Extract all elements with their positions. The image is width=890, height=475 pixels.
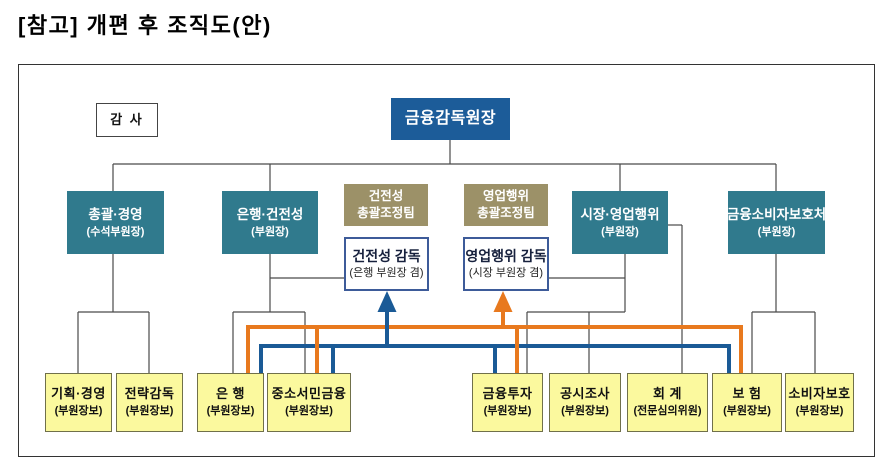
node-dept-financial-investment: 금융투자 (부원장보): [472, 373, 543, 432]
node-label: 금융소비자보호처: [726, 207, 827, 223]
node-label: 은행·건전성: [236, 207, 304, 223]
node-label: 보 험: [732, 386, 762, 402]
node-dept-disclosure-investigation: 공시조사 (부원장보): [549, 373, 621, 432]
node-sublabel: (부원장): [251, 225, 289, 238]
blue-arrow-head: [377, 291, 397, 312]
node-label: 소비자보호: [788, 386, 851, 402]
node-label: 총괄·경영: [88, 207, 143, 223]
node-dept-consumer-protection: 소비자보호 (부원장보): [785, 373, 854, 432]
node-sublabel: (시장 부원장 겸): [468, 267, 544, 280]
page-title: [참고] 개편 후 조직도(안): [18, 13, 272, 38]
node-label: 은 행: [215, 386, 246, 402]
node-dept-banking: 은 행 (부원장보): [197, 373, 264, 432]
node-label: 금융감독원장: [404, 109, 497, 127]
node-sublabel: (부원장보): [285, 405, 333, 418]
node-supervisor-conduct: 영업행위 감독 (시장 부원장 겸): [463, 237, 549, 291]
node-dept-insurance: 보 험 (부원장보): [712, 373, 782, 432]
node-label: 영업행위: [482, 189, 529, 204]
node-label: 영업행위 감독: [465, 248, 547, 265]
conduct-reporting-line: [246, 325, 743, 374]
node-dept-accounting: 회 계 (전문심의위원): [627, 373, 708, 432]
node-deputy-general-management: 총괄·경영 (수석부원장): [67, 191, 164, 254]
node-label: 감 사: [110, 111, 144, 127]
node-sublabel: (부원장보): [54, 405, 103, 418]
node-label: 건전성 감독: [352, 248, 421, 265]
prudential-reporting-line: [259, 291, 731, 374]
node-sublabel: (부원장보): [125, 405, 174, 418]
conduct-reporting-drops: [315, 291, 519, 374]
orange-arrow-head: [493, 291, 513, 312]
node-sublabel: (부원장보): [723, 405, 771, 418]
node-sublabel: (부원장보): [795, 405, 844, 418]
node-dept-sme-finance: 중소서민금융 (부원장보): [267, 373, 351, 432]
node-label: 건전성: [368, 189, 404, 204]
node-dept-strategic-supervision: 전략감독 (부원장보): [116, 373, 183, 432]
node-sublabel: (전문심의위원): [633, 405, 702, 418]
node-sublabel: (은행 부원장 겸): [349, 267, 424, 280]
node-label: 기획·경영: [51, 386, 106, 402]
node-team-conduct-coordination: 영업행위 총괄조정팀: [464, 184, 548, 226]
node-sublabel: 총괄조정팀: [477, 206, 535, 220]
node-team-prudential-coordination: 건전성 총괄조정팀: [344, 184, 428, 226]
node-auditor: 감 사: [96, 103, 158, 137]
node-sublabel: (부원장): [601, 225, 639, 238]
node-label: 공시조사: [560, 386, 610, 402]
node-deputy-consumer-protection: 금융소비자보호처 (부원장): [726, 191, 827, 254]
node-deputy-banking-prudential: 은행·건전성 (부원장): [222, 191, 318, 254]
node-sublabel: (부원장보): [483, 405, 532, 418]
node-sublabel: (부원장보): [206, 405, 255, 418]
node-label: 시장·영업행위: [580, 207, 660, 223]
node-supervisor-prudential: 건전성 감독 (은행 부원장 겸): [344, 237, 429, 291]
node-governor: 금융감독원장: [391, 98, 510, 140]
node-dept-planning-management: 기획·경영 (부원장보): [45, 373, 112, 432]
node-label: 전략감독: [124, 386, 175, 402]
node-label: 회 계: [652, 386, 683, 402]
node-sublabel: 총괄조정팀: [357, 206, 415, 220]
node-label: 금융투자: [482, 386, 533, 402]
node-label: 중소서민금융: [271, 386, 347, 402]
hierarchy-lines: [77, 140, 816, 373]
node-sublabel: (수석부원장): [86, 225, 145, 238]
node-sublabel: (부원장): [757, 225, 796, 238]
node-deputy-market-conduct: 시장·영업행위 (부원장): [572, 191, 668, 254]
node-sublabel: (부원장보): [561, 405, 609, 418]
